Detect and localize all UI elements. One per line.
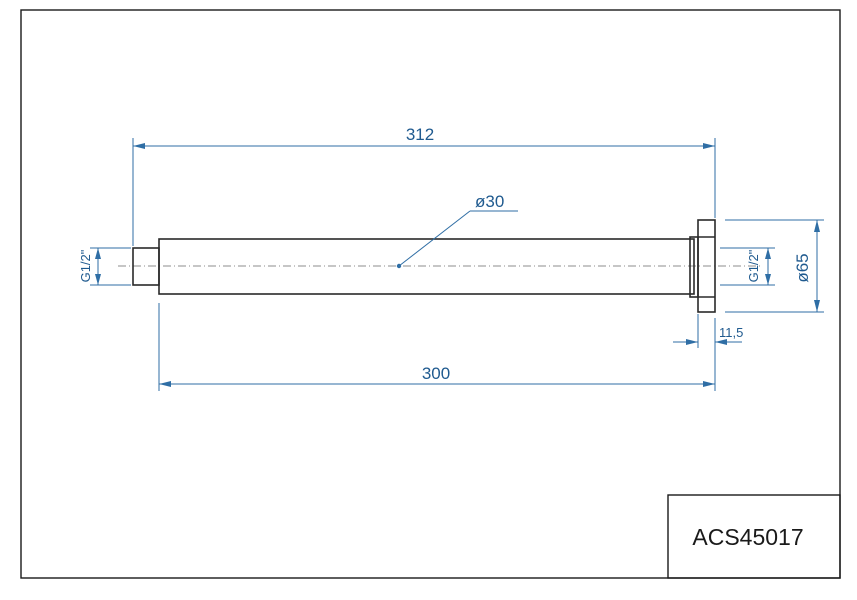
dimension-overall-length: 312 — [132, 125, 716, 246]
dimension-thread-left: G1/2" — [78, 247, 131, 286]
dimension-label-300: 300 — [422, 364, 450, 383]
dimension-tube-length: 300 — [158, 303, 716, 391]
dimension-label-11-5: 11,5 — [719, 325, 743, 340]
dimension-label-thread-left: G1/2" — [78, 249, 93, 282]
dimension-label-thread-right: G1/2" — [746, 249, 761, 282]
part-number: ACS45017 — [692, 524, 803, 550]
shower-arm-part — [132, 219, 716, 313]
flange — [697, 219, 716, 313]
dimension-flange-thickness: 11,5 — [673, 314, 743, 348]
dimension-label-diameter-65: ø65 — [793, 253, 812, 282]
dimension-label-312: 312 — [406, 125, 434, 144]
dimension-tube-diameter: ø30 — [396, 192, 518, 269]
drawing-frame — [20, 9, 841, 579]
tube-body — [158, 238, 695, 295]
dimension-label-diameter-30: ø30 — [475, 192, 504, 211]
dimension-thread-right: G1/2" — [720, 247, 775, 286]
title-block — [667, 494, 841, 579]
threaded-end — [132, 247, 160, 286]
dimension-flange-diameter: ø65 — [725, 219, 824, 313]
